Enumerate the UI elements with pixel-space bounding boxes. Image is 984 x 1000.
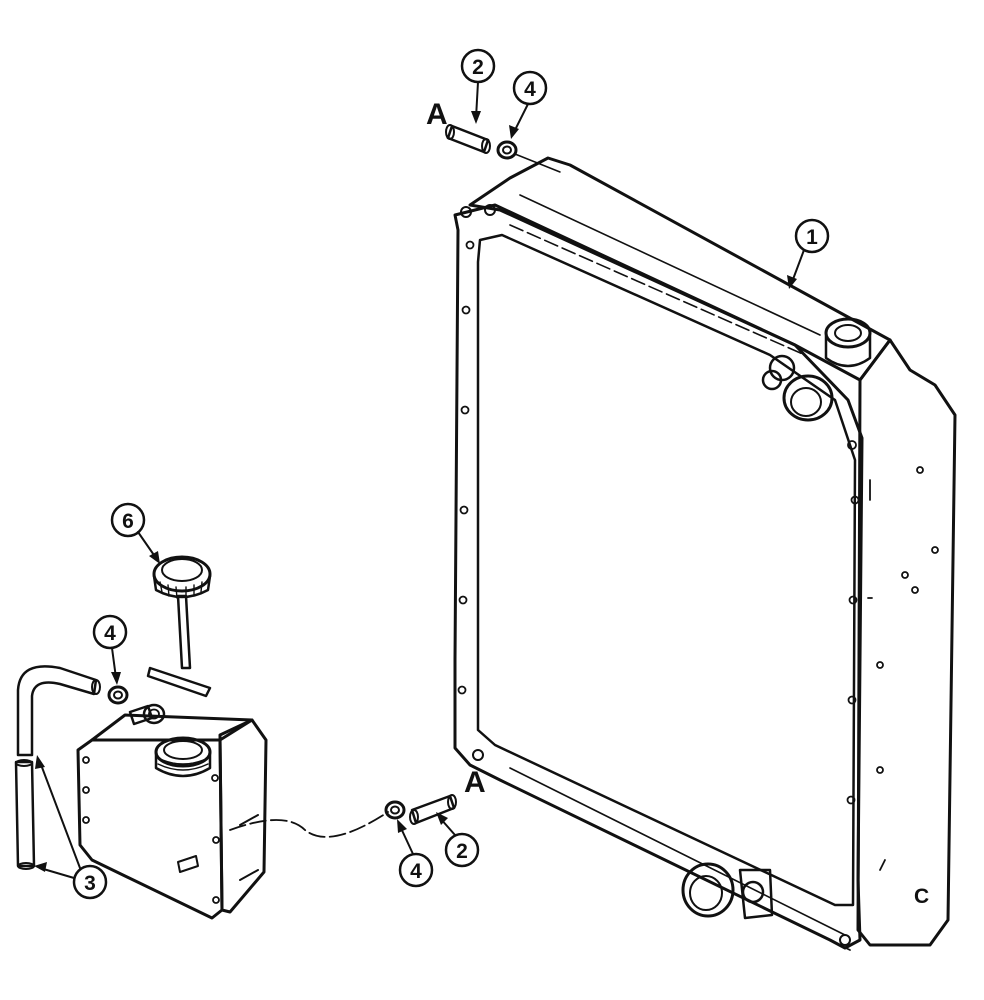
- svg-text:4: 4: [524, 78, 536, 101]
- svg-text:4: 4: [410, 860, 422, 883]
- radiator-side-text: C: [914, 885, 929, 908]
- hose-overflow: [14, 665, 101, 870]
- clamp-tank: [107, 685, 129, 705]
- svg-text:2: 2: [472, 56, 484, 79]
- clamp-bottom: [384, 800, 406, 820]
- hose-bottom: [409, 794, 457, 825]
- svg-text:4: 4: [104, 622, 116, 645]
- clamp-top-leader-line: [514, 153, 561, 173]
- callout-hose-bottom: 2: [436, 812, 480, 868]
- reference-a-bottom: A: [464, 766, 486, 799]
- callout-clamp-bottom: 4: [397, 819, 434, 888]
- callout-radiator: 1: [787, 218, 830, 289]
- callout-clamp-top: 4: [509, 70, 548, 139]
- callout-clamp-tank: 4: [92, 614, 128, 685]
- svg-text:2: 2: [456, 840, 468, 863]
- hose-top: [445, 124, 491, 154]
- callout-hose-top: 2: [460, 48, 496, 124]
- svg-text:6: 6: [122, 510, 134, 533]
- cap: [146, 555, 212, 698]
- callout-hose-overflow: 3: [34, 755, 108, 900]
- reference-a-top: A: [426, 98, 448, 131]
- clamp-top: [496, 140, 518, 160]
- svg-text:1: 1: [806, 226, 818, 249]
- expansion-tank: [76, 703, 268, 920]
- callout-cap: 6: [110, 502, 160, 564]
- radiator: [453, 156, 957, 951]
- svg-text:3: 3: [84, 872, 96, 895]
- tank-connecting-tube: [229, 811, 389, 838]
